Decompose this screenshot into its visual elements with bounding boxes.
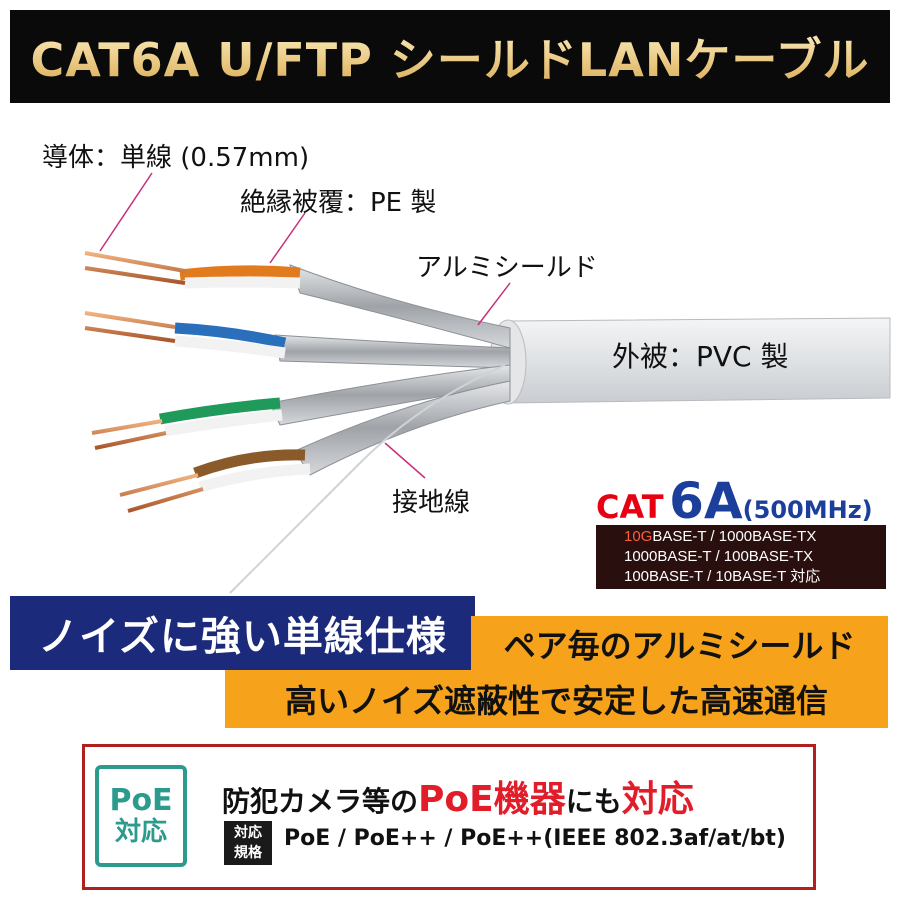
jacket-label: 外被：PVC 製 bbox=[612, 340, 789, 373]
category-prefix: CAT bbox=[596, 488, 664, 526]
poe-headline-part4: 対応 bbox=[621, 779, 694, 820]
standard-line3: 100BASE-T / 10BASE-T 対応 bbox=[624, 568, 821, 585]
poe-headline-part3: にも bbox=[565, 785, 622, 818]
poe-badge-icon: PoE 対応 bbox=[95, 765, 187, 867]
page-title: CAT6A U/FTP シールドLANケーブル bbox=[30, 24, 869, 90]
conductor-label: 導体：単線 (0.57mm) bbox=[42, 143, 310, 173]
poe-spec-text: PoE / PoE++ / PoE++(IEEE 802.3af/at/bt) bbox=[284, 826, 786, 851]
poe-headline-part1: 防犯カメラ等の bbox=[222, 785, 419, 818]
spec-tag-line2: 規格 bbox=[234, 845, 262, 861]
poe-headline-part2: PoE機器 bbox=[418, 779, 566, 820]
standards-box: 10GBASE-T / 1000BASE-TX 1000BASE-T / 100… bbox=[596, 525, 886, 589]
cable-illustration-icon bbox=[84, 172, 891, 594]
banner-noise-text: 高いノイズ遮蔽性で安定した高速通信 bbox=[284, 682, 829, 720]
insulation-label: 絶縁被覆：PE 製 bbox=[240, 188, 437, 218]
poe-badge-bottom: 対応 bbox=[114, 817, 167, 847]
standard-line1: BASE-T / 1000BASE-TX bbox=[652, 528, 817, 545]
banner-shield: ペア毎のアルミシールド bbox=[471, 616, 888, 672]
spec-tag-line1: 対応 bbox=[234, 825, 262, 841]
spec-tag: 対応 規格 bbox=[224, 821, 272, 865]
ground-label: 接地線 bbox=[392, 488, 471, 518]
standard-10g: 10G bbox=[624, 528, 653, 545]
category-frequency: (500MHz) bbox=[742, 496, 873, 524]
banner-noise: 高いノイズ遮蔽性で安定した高速通信 bbox=[225, 670, 888, 728]
standard-line2: 1000BASE-T / 100BASE-TX bbox=[624, 548, 813, 565]
shield-label: アルミシールド bbox=[416, 253, 598, 283]
title-bar: CAT6A U/FTP シールドLANケーブル bbox=[10, 10, 890, 103]
category-grade: 6A bbox=[669, 472, 743, 530]
poe-badge-top: PoE bbox=[109, 783, 173, 818]
banner-shield-text: ペア毎のアルミシールド bbox=[503, 627, 856, 665]
poe-headline: 防犯カメラ等のPoE機器にも対応 bbox=[222, 770, 694, 822]
banner-solid-wire: ノイズに強い単線仕様 bbox=[10, 596, 475, 670]
banner-solid-wire-text: ノイズに強い単線仕様 bbox=[38, 614, 447, 660]
poe-section bbox=[82, 744, 816, 890]
